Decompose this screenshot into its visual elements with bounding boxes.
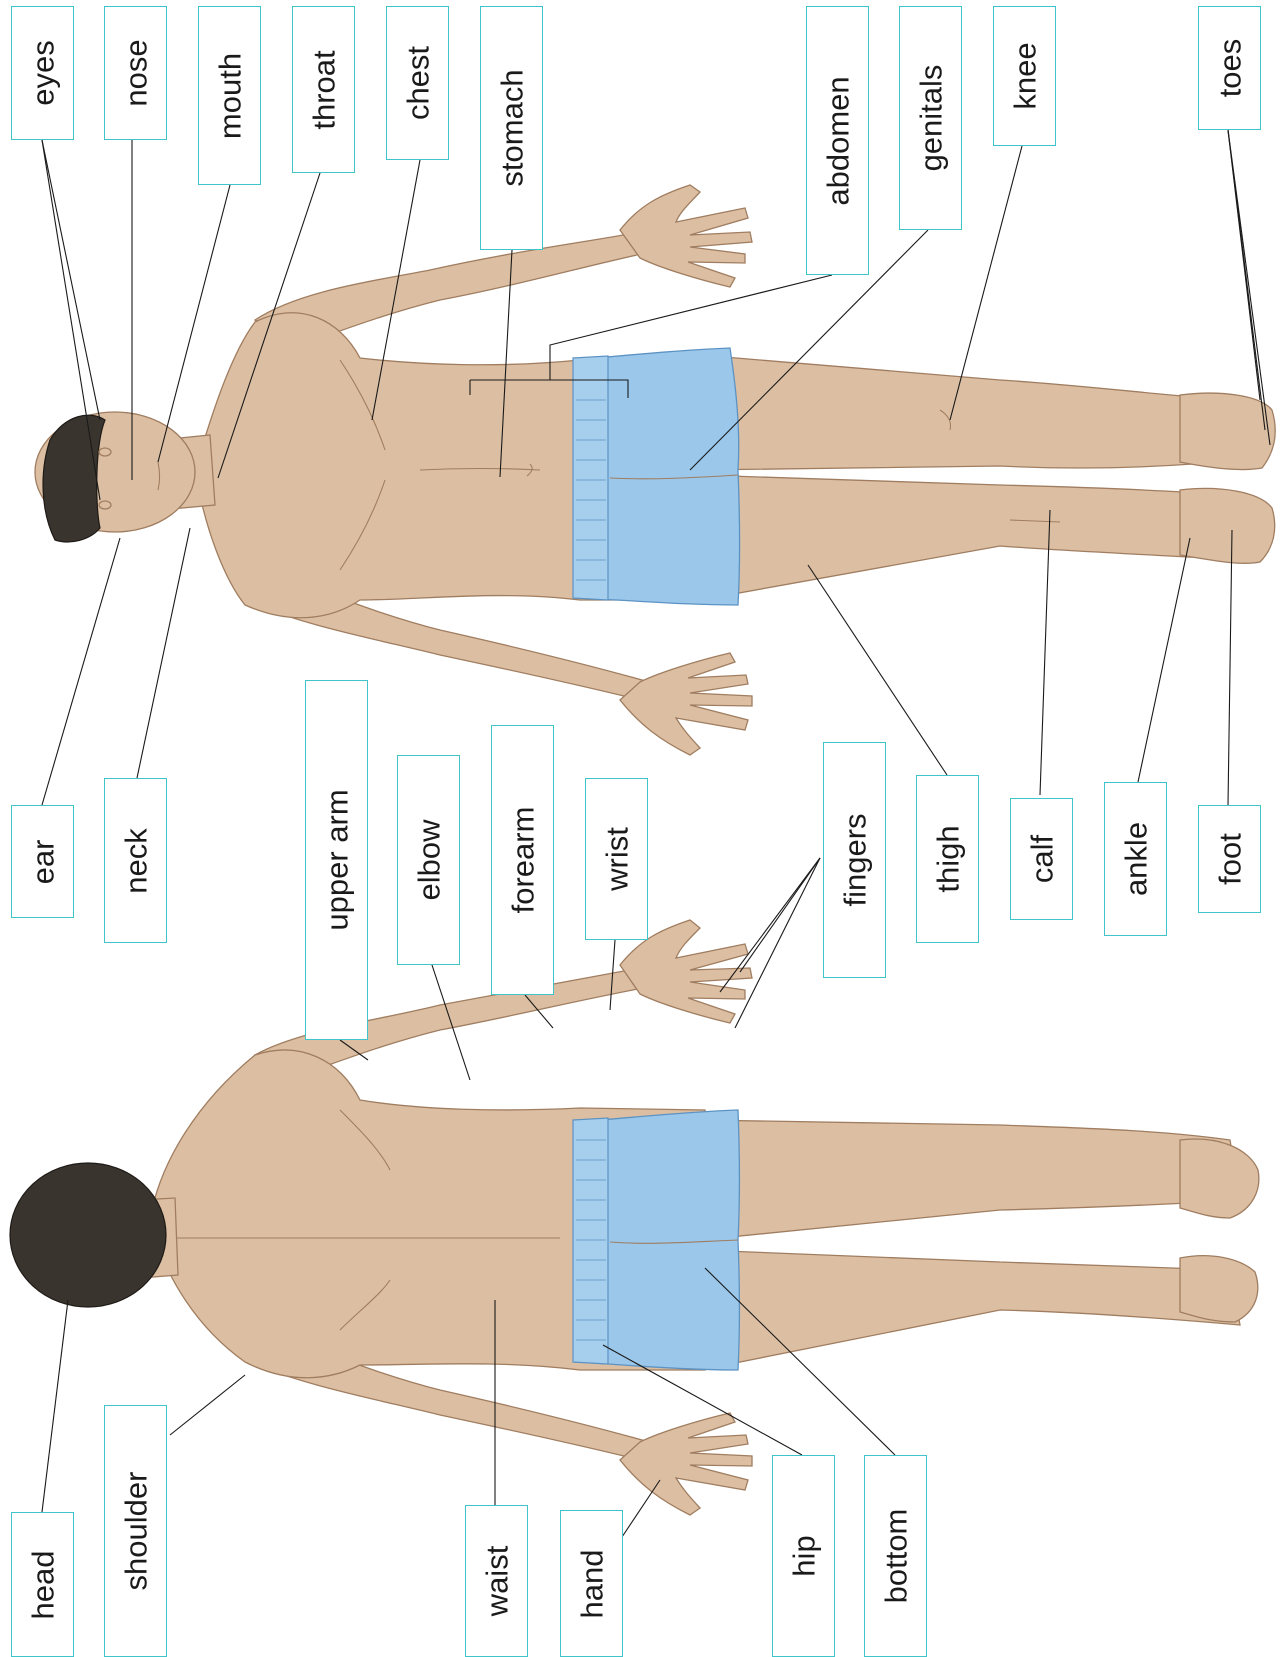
back-leg-bottom (700, 1250, 1240, 1370)
label-calf: calf (1010, 798, 1073, 920)
eyes-leader-1 (42, 140, 100, 420)
label-mouth: mouth (198, 6, 261, 185)
label-wrist: wrist (585, 778, 648, 940)
label-chest: chest (386, 6, 449, 160)
back-foot-bottom (1180, 1256, 1258, 1322)
front-eye-bottom (99, 501, 111, 509)
label-forearm: forearm (491, 725, 554, 995)
head-leader (42, 1300, 68, 1512)
back-waistband (573, 1118, 608, 1364)
fingers-leader-3 (740, 858, 820, 972)
front-hand-bottom (620, 653, 752, 755)
label-hip: hip (772, 1455, 835, 1657)
label-eyes: eyes (11, 6, 74, 140)
label-nose: nose (104, 6, 167, 140)
label-ankle: ankle (1104, 782, 1167, 936)
label-foot: foot (1198, 805, 1261, 913)
back-foot-top (1180, 1139, 1259, 1218)
hand-leader (620, 1480, 660, 1540)
label-toes: toes (1198, 6, 1261, 130)
front-foot-bottom (1180, 488, 1275, 563)
shoulder-leader (170, 1375, 245, 1435)
label-throat: throat (292, 6, 355, 173)
fingers-leader-1 (720, 858, 820, 992)
label-neck: neck (104, 778, 167, 943)
label-genitals: genitals (899, 6, 962, 230)
front-hand-top (620, 185, 752, 287)
label-shoulder: shoulder (104, 1405, 167, 1657)
back-head (10, 1163, 166, 1307)
label-elbow: elbow (397, 755, 460, 965)
label-waist: waist (465, 1505, 528, 1657)
ankle-leader (1138, 538, 1190, 782)
ear-leader (42, 538, 120, 805)
back-figure (10, 920, 1259, 1515)
back-leg-top (700, 1120, 1240, 1240)
foot-leader (1228, 530, 1232, 805)
label-head: head (11, 1512, 74, 1657)
label-hand: hand (560, 1510, 623, 1657)
fingers-leader-2 (735, 858, 820, 1028)
front-leg-bottom (700, 475, 1240, 600)
back-hand-bottom (620, 1413, 752, 1515)
front-foot-top (1180, 393, 1275, 469)
label-fingers: fingers (823, 742, 886, 978)
front-leg-top (700, 355, 1240, 470)
label-abdomen: abdomen (806, 6, 869, 275)
label-upper-arm: upper arm (305, 680, 368, 1040)
calf-leader (1040, 510, 1050, 795)
label-ear: ear (11, 805, 74, 918)
label-bottom: bottom (864, 1455, 927, 1657)
label-knee: knee (993, 6, 1056, 146)
label-stomach: stomach (480, 6, 543, 250)
front-waistband (573, 356, 608, 600)
neck-leader (137, 528, 190, 778)
label-thigh: thigh (916, 775, 979, 943)
front-eye-top (99, 448, 111, 456)
